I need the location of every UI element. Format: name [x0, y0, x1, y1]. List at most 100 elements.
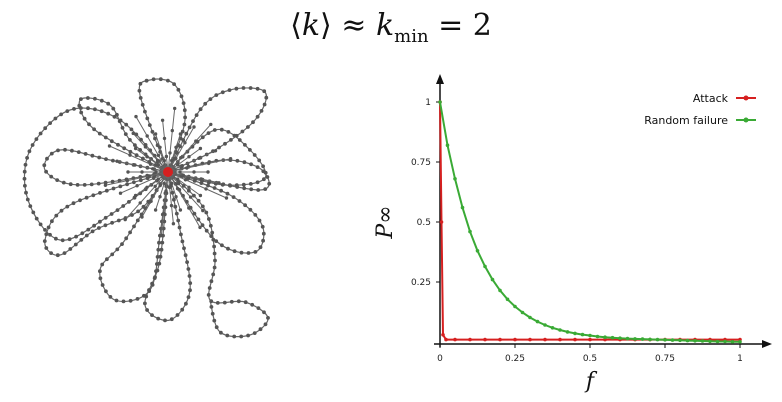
- network-node: [186, 267, 191, 271]
- network-node: [239, 250, 244, 255]
- network-node: [92, 127, 96, 132]
- network-node: [84, 233, 89, 238]
- network-spoke: [167, 158, 231, 173]
- network-node: [106, 111, 111, 116]
- network-node: [164, 189, 168, 193]
- network-node: [255, 86, 260, 91]
- network-node: [133, 143, 137, 148]
- network-node: [207, 286, 212, 290]
- series-point-1: [550, 326, 555, 330]
- series-point-1: [663, 338, 667, 342]
- x-axis-label: f: [584, 369, 598, 394]
- network-node: [187, 125, 192, 130]
- network-node: [162, 136, 167, 141]
- network-node: [232, 334, 237, 339]
- network-node: [225, 191, 230, 196]
- network-node: [172, 82, 177, 86]
- network-node: [104, 289, 108, 294]
- network-node: [177, 225, 182, 230]
- network-node: [174, 156, 178, 161]
- network-node: [215, 301, 220, 305]
- network-node: [98, 276, 103, 281]
- network-node: [228, 157, 233, 161]
- network-node: [147, 174, 151, 178]
- network-node: [192, 125, 196, 129]
- network-node: [98, 191, 102, 195]
- network-node: [173, 204, 178, 209]
- network-node: [44, 246, 49, 250]
- network-node: [122, 146, 127, 151]
- network-spoke: [167, 126, 195, 173]
- network-node: [150, 313, 154, 317]
- network-node: [90, 229, 95, 234]
- network-node: [196, 217, 201, 222]
- series-point-0: [573, 337, 577, 342]
- network-node: [220, 243, 224, 248]
- network-node: [251, 120, 255, 125]
- network-node: [242, 160, 247, 165]
- network-node: [240, 129, 245, 134]
- formula-approx: ≈: [341, 8, 367, 43]
- network-node: [204, 210, 209, 215]
- formula-lhs-close: ⟩: [320, 8, 332, 43]
- network-node: [182, 108, 187, 113]
- network-spoke: [160, 171, 169, 236]
- formula-lhs-open: ⟨: [290, 8, 302, 43]
- network-node: [255, 165, 260, 170]
- network-node: [248, 86, 253, 90]
- network-node: [106, 101, 111, 106]
- network-node: [192, 193, 196, 198]
- network-node: [115, 208, 120, 213]
- network-node: [125, 182, 129, 187]
- network-node: [28, 204, 33, 209]
- network-node: [74, 234, 78, 239]
- network-node: [181, 173, 185, 177]
- network-node: [264, 95, 269, 100]
- network-hub: [163, 167, 173, 177]
- network-node: [97, 131, 102, 136]
- network-node: [151, 167, 155, 171]
- network-node: [249, 187, 254, 192]
- network-node: [84, 195, 89, 200]
- network-node: [228, 183, 233, 188]
- network-node: [104, 157, 108, 162]
- network-node: [78, 198, 82, 203]
- network-node: [181, 101, 186, 105]
- network-node: [99, 98, 104, 103]
- network-node: [170, 190, 175, 195]
- formula-rhs-var: k: [375, 8, 395, 43]
- network-node: [235, 185, 240, 189]
- network-node: [209, 122, 213, 127]
- network-node: [227, 88, 232, 92]
- network-node: [171, 222, 176, 226]
- network-node: [196, 198, 201, 203]
- network-node: [100, 283, 105, 287]
- network-node: [97, 155, 102, 160]
- series-point-0: [468, 337, 472, 342]
- network-spoke: [116, 160, 169, 173]
- series-point-1: [648, 337, 652, 342]
- network-spoke: [109, 145, 169, 173]
- network-node: [43, 126, 48, 131]
- network-node: [176, 218, 181, 223]
- network-node: [198, 107, 203, 112]
- network-node: [134, 153, 139, 158]
- network-node: [248, 182, 253, 186]
- network-node: [53, 116, 58, 121]
- network-node: [91, 193, 96, 198]
- network-node: [176, 163, 180, 167]
- network-node: [97, 226, 101, 230]
- network-node: [60, 238, 65, 243]
- network-node: [117, 178, 122, 183]
- network-node: [70, 148, 74, 153]
- network-node: [229, 138, 233, 142]
- network-node: [180, 164, 184, 168]
- network-node: [157, 240, 161, 245]
- network-node: [158, 145, 162, 149]
- network-node: [145, 134, 149, 138]
- network-node: [128, 153, 132, 157]
- network-node: [133, 146, 138, 151]
- network-node: [164, 154, 169, 159]
- network-node: [191, 119, 195, 123]
- network-node: [262, 102, 267, 107]
